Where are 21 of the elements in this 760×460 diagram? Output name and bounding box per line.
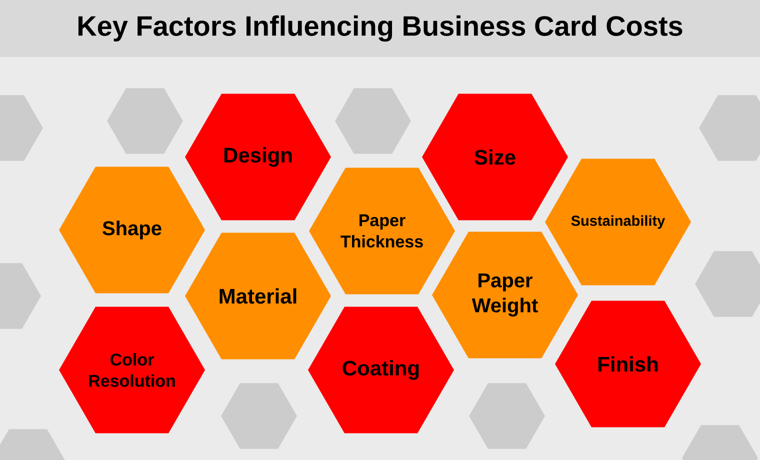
hexagon: Shape (59, 166, 205, 294)
hexagon: Finish (555, 300, 701, 428)
hexagon-shape (0, 429, 66, 460)
hexagon: Material (185, 232, 331, 360)
hexagon-shape (107, 88, 183, 154)
hexagon: Sustainability (545, 158, 691, 286)
hexagon-shape (335, 88, 411, 154)
hexagon-shape (0, 263, 41, 329)
hexagon: Design (185, 94, 331, 220)
hexagon-shape (221, 383, 297, 449)
hexagon: Paper Thickness (309, 168, 455, 294)
hexagon-shape (469, 383, 545, 449)
hexagon: Paper Weight (432, 232, 578, 358)
hexagon-shape (695, 251, 760, 317)
hexagon: Size (422, 94, 568, 220)
hexagon-shape (0, 95, 43, 161)
hexagon: Color Resolution (59, 306, 205, 434)
hexagon-shape (682, 425, 758, 460)
hexagon-shape (699, 95, 760, 161)
title-band: Key Factors Influencing Business Card Costs (0, 0, 760, 57)
hexagon: Coating (308, 306, 454, 434)
